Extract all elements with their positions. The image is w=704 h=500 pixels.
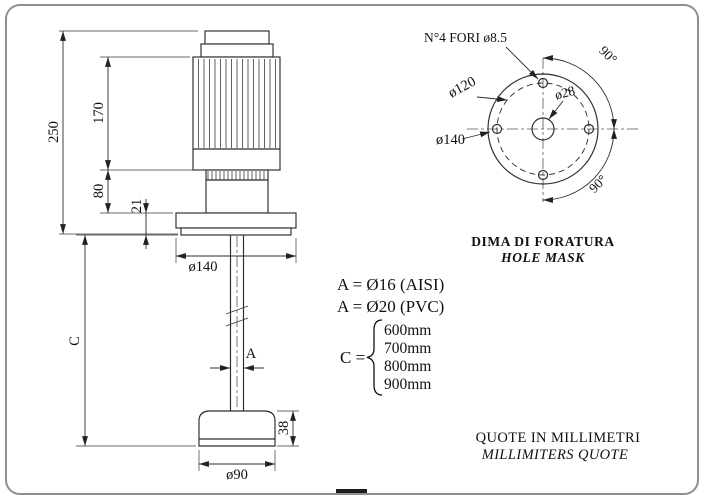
- dim-c-label: C: [67, 336, 83, 346]
- dim-38-label: 38: [276, 421, 292, 436]
- center-hole-label: ø28: [553, 83, 577, 103]
- c-option-700: 700mm: [384, 340, 431, 357]
- sheet-border: [5, 4, 699, 495]
- pump-dimensions: 250 170 80 21 ø140 C A 38 ø90: [46, 30, 299, 483]
- units-note-english: MILLIMITERS QUOTE: [481, 447, 629, 463]
- motor-fins: [198, 59, 276, 148]
- suction-foot: [198, 410, 276, 447]
- c-prefix-label: C =: [340, 348, 365, 367]
- break-mark: [225, 305, 249, 315]
- dim-a-label: A: [246, 346, 257, 362]
- pump-assembly: [175, 30, 297, 447]
- dim-flange-diameter-label: ø140: [189, 259, 218, 275]
- units-note: QUOTE IN MILLIMETRI MILLIMITERS QUOTE: [476, 430, 641, 463]
- shaft-tube: [225, 235, 249, 411]
- hole-mask-title-italian: DIMA DI FORATURA: [471, 234, 615, 249]
- c-option-800: 800mm: [384, 358, 431, 375]
- c-option-600: 600mm: [384, 322, 431, 339]
- break-mark: [225, 317, 249, 327]
- leader-center-hole: [548, 100, 564, 120]
- motor-body: [192, 56, 281, 171]
- leader-holes-note: [505, 46, 539, 80]
- dim-250-label: 250: [46, 121, 62, 143]
- leader-outer-diameter: [461, 131, 491, 140]
- bottom-border-mark: [336, 489, 367, 493]
- c-options-brace: [366, 319, 383, 396]
- motor-cap: [200, 30, 274, 58]
- spec-block: A = Ø16 (AISI) A = Ø20 (PVC) C = 600mm 7…: [337, 275, 444, 396]
- shaft-aisi-spec: A = Ø16 (AISI): [337, 275, 444, 294]
- holes-note-label: N°4 FORI ø8.5: [424, 30, 507, 45]
- dim-170-label: 170: [91, 102, 107, 124]
- shaft-pvc-spec: A = Ø20 (PVC): [337, 297, 444, 316]
- dim-base-diameter-label: ø90: [226, 467, 248, 483]
- angle-arc-top: [542, 55, 617, 130]
- pump-neck: [205, 169, 269, 214]
- dim-21-label: 21: [129, 199, 145, 214]
- coupling-hatch: [206, 171, 268, 181]
- dim-80-label: 80: [91, 184, 107, 199]
- units-note-italian: QUOTE IN MILLIMETRI: [476, 430, 641, 446]
- mounting-flange: [175, 212, 297, 236]
- leader-bolt-circle: [476, 96, 508, 102]
- outer-diameter-label: ø140: [436, 132, 465, 148]
- c-option-900: 900mm: [384, 376, 431, 393]
- extension-lines: [59, 30, 299, 471]
- angle-arc-bottom: [542, 128, 617, 203]
- hole-mask-title-english: HOLE MASK: [500, 250, 585, 265]
